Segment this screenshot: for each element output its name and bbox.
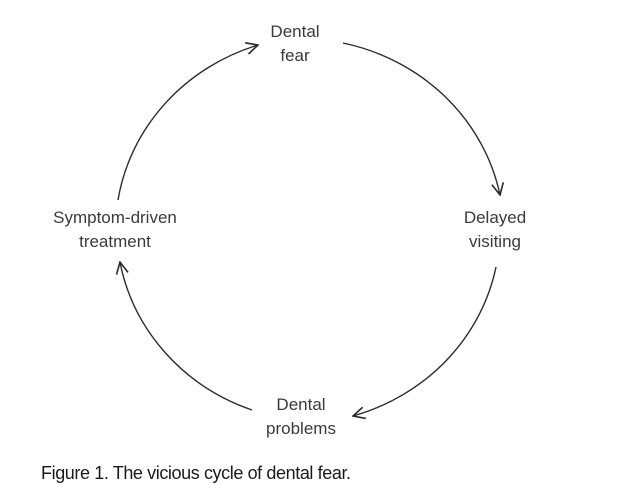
arrow-problems-to-treatment [120, 262, 253, 411]
node-delayed-visiting: Delayed visiting [430, 206, 560, 254]
cycle-diagram: Dental fear Delayed visiting Dental prob… [0, 0, 631, 455]
node-dental-fear-line2: fear [280, 46, 310, 65]
node-delayed-visiting-line2: visiting [469, 232, 521, 251]
node-symptom-driven-treatment-line1: Symptom-driven [53, 208, 177, 227]
figure-caption-label: Figure 1. [41, 463, 109, 483]
node-dental-fear-line1: Dental [270, 22, 320, 41]
figure-caption: Figure 1. The vicious cycle of dental fe… [41, 463, 351, 484]
node-symptom-driven-treatment-line2: treatment [79, 232, 151, 251]
node-dental-problems-line1: Dental [276, 395, 326, 414]
node-dental-problems-line2: problems [266, 419, 336, 438]
node-dental-fear: Dental fear [230, 20, 360, 68]
node-dental-problems: Dental problems [236, 393, 366, 441]
figure-caption-text: The vicious cycle of dental fear. [112, 463, 351, 483]
node-delayed-visiting-line1: Delayed [463, 208, 527, 227]
node-symptom-driven-treatment: Symptom-driven treatment [20, 206, 210, 254]
arrow-delayed-to-problems [353, 266, 497, 416]
cycle-arrows [0, 0, 631, 455]
arrow-treatment-to-fear [117, 45, 258, 201]
arrow-fear-to-delayed [342, 42, 500, 195]
